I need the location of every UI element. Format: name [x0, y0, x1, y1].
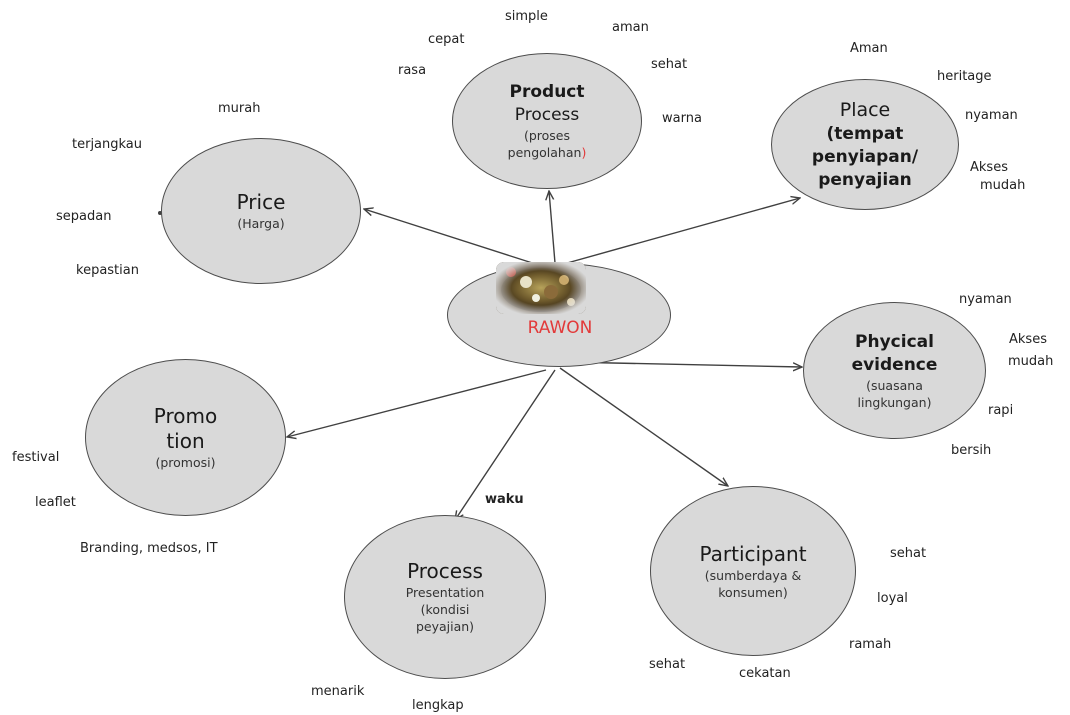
participant-sub-1: (sumberdaya & [704, 567, 802, 583]
product-sub-1: (proses [523, 128, 571, 143]
node-product-process: Product Process (proses pengolahan) [452, 53, 642, 189]
promotion-title-1: Promo [153, 404, 218, 428]
node-process-presentation: Process Presentation (kondisi peyajian) [344, 515, 546, 679]
product-title-2: Process [514, 105, 580, 125]
place-label-akses: Akses [970, 160, 1008, 175]
node-place: Place (tempat penyiapan/ penyajian [771, 79, 959, 210]
node-participant: Participant (sumberdaya & konsumen) [650, 486, 856, 656]
place-label-aman: Aman [850, 41, 888, 56]
node-price: Price (Harga) [161, 138, 361, 284]
participant-label-cekatan: cekatan [739, 666, 791, 681]
arrow-to-physical [564, 361, 802, 367]
promotion-label-festival: festival [12, 450, 60, 465]
product-label-rasa: rasa [398, 63, 427, 78]
place-title-3: penyiapan/ [811, 146, 919, 167]
product-label-aman: aman [612, 20, 649, 35]
place-title-4: penyajian [818, 169, 912, 190]
product-label-sehat: sehat [651, 57, 688, 72]
promotion-title-2: tion [166, 429, 205, 453]
arrow-to-process [455, 369, 556, 520]
product-sub-2-wrap: pengolahan) [508, 144, 587, 161]
physical-label-nyaman: nyaman [959, 292, 1012, 307]
price-title: Price [236, 190, 286, 214]
place-label-mudah: mudah [980, 178, 1026, 193]
price-label-kepastian: kepastian [76, 263, 139, 278]
arrow-to-participant [559, 367, 728, 486]
price-label-terjangkau: terjangkau [72, 137, 143, 152]
product-sub-2-paren: ) [581, 145, 587, 160]
participant-label-loyal: loyal [877, 591, 908, 606]
physical-label-mudah: mudah [1008, 354, 1054, 369]
physical-label-akses: Akses [1009, 332, 1047, 347]
physical-title-1: Phycical [855, 331, 934, 352]
arrow-to-price [364, 209, 549, 269]
arrow-to-product [549, 191, 556, 264]
process-sub-2: (kondisi [420, 602, 470, 617]
center-title: RAWON [527, 318, 593, 338]
place-label-heritage: heritage [937, 69, 992, 84]
process-label-menarik: menarik [311, 684, 365, 699]
rawon-food-image [496, 262, 586, 314]
physical-sub-2: lingkungan) [857, 394, 932, 410]
place-title-2: (tempat [826, 123, 904, 144]
arrow-to-promotion [287, 369, 547, 437]
participant-label-sehat-1: sehat [890, 546, 927, 561]
promotion-label-leaflet: leaflet [35, 495, 76, 510]
product-title-1: Product [509, 82, 585, 102]
price-label-murah: murah [218, 101, 261, 116]
promotion-sub: (promosi) [155, 455, 216, 470]
process-title: Process [407, 559, 483, 583]
arrow-to-place [559, 198, 800, 266]
physical-sub-1: (suasana [866, 377, 923, 393]
participant-label-ramah: ramah [849, 637, 892, 652]
process-label-lengkap: lengkap [412, 698, 464, 713]
place-label-nyaman: nyaman [965, 108, 1018, 123]
price-label-sepadan: sepadan [56, 209, 112, 224]
physical-label-bersih: bersih [951, 443, 992, 458]
node-promotion: Promo tion (promosi) [85, 359, 286, 516]
process-sub-1: Presentation [405, 585, 485, 600]
physical-label-rapi: rapi [988, 403, 1014, 418]
place-title-1: Place [839, 98, 891, 121]
product-label-simple: simple [505, 9, 548, 24]
promotion-label-branding: Branding, medsos, IT [80, 541, 218, 556]
price-sub: (Harga) [237, 216, 285, 231]
product-label-cepat: cepat [428, 32, 465, 47]
node-physical-evidence: Phycical evidence (suasana lingkungan) [803, 302, 986, 439]
physical-title-2: evidence [851, 354, 938, 375]
product-label-warna: warna [662, 111, 702, 126]
participant-sub-2: konsumen) [718, 584, 788, 600]
process-label-waku: waku [485, 492, 524, 507]
participant-label-sehat-2: sehat [649, 657, 686, 672]
participant-title: Participant [699, 541, 807, 566]
process-sub-3: peyajian) [415, 619, 475, 634]
product-sub-2: pengolahan [507, 145, 582, 160]
